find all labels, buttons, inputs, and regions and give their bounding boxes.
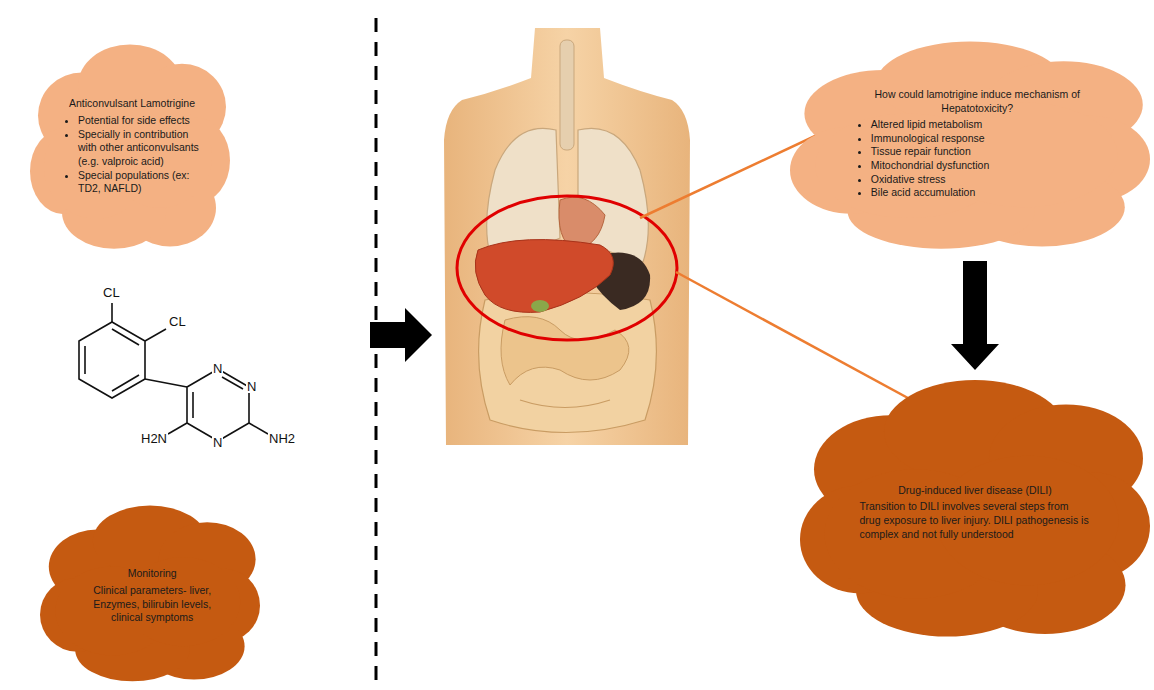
cloud-text: Anticonvulsant LamotriginePotential for … bbox=[62, 75, 202, 219]
bullet-item: Specially in contribution with other ant… bbox=[78, 128, 202, 169]
cloud-shape bbox=[790, 35, 1150, 253]
atom-label: N bbox=[212, 436, 223, 449]
cloud-heading: Drug-induced liver disease (DILI) bbox=[860, 484, 1091, 498]
cloud-node: How could lamotrigine induce mechanism o… bbox=[790, 35, 1150, 253]
divider-line bbox=[375, 18, 378, 680]
bullet-item: Tissue repair function bbox=[871, 145, 1100, 159]
cloud-body: Transition to DILI involves several step… bbox=[860, 500, 1091, 541]
cloud-heading: Monitoring bbox=[77, 567, 227, 581]
cloud-node: Drug-induced liver disease (DILI) Transit… bbox=[800, 372, 1150, 642]
cloud-text: How could lamotrigine induce mechanism o… bbox=[855, 70, 1100, 218]
bullet-item: Special populations (ex: TD2, NAFLD) bbox=[78, 169, 202, 196]
cloud-heading: How could lamotrigine induce mechanism o… bbox=[855, 88, 1100, 115]
atom-label: H2N bbox=[140, 432, 168, 445]
atom-label: NH2 bbox=[268, 432, 296, 445]
atom-label: N bbox=[246, 380, 257, 393]
cloud-text: Drug-induced liver disease (DILI) Transit… bbox=[860, 437, 1091, 588]
atom-label: N bbox=[212, 362, 223, 375]
bullet-list: Altered lipid metabolismImmunological re… bbox=[855, 118, 1100, 200]
cloud-node: Anticonvulsant LamotriginePotential for … bbox=[30, 38, 230, 253]
bullet-item: Potential for side effects bbox=[78, 114, 202, 128]
bullet-item: Immunological response bbox=[871, 132, 1100, 146]
bullet-item: Altered lipid metabolism bbox=[871, 118, 1100, 132]
cloud-heading: Anticonvulsant Lamotrigine bbox=[62, 97, 202, 111]
bullet-item: Mitochondrial dysfunction bbox=[871, 159, 1100, 173]
bullet-item: Oxidative stress bbox=[871, 173, 1100, 187]
chemical-structure bbox=[79, 303, 268, 441]
right-arrow bbox=[370, 308, 432, 362]
bullet-item: Bile acid accumulation bbox=[871, 186, 1100, 200]
bullet-list: Potential for side effectsSpecially in c… bbox=[62, 114, 202, 196]
block-arrow bbox=[951, 261, 999, 370]
atom-label: CL bbox=[102, 286, 121, 299]
atom-label: CL bbox=[168, 315, 187, 328]
cloud-body: Clinical parameters- liver, Enzymes, bil… bbox=[77, 584, 227, 625]
cloud-text: MonitoringClinical parameters- liver, En… bbox=[77, 544, 227, 648]
cloud-node: MonitoringClinical parameters- liver, En… bbox=[40, 500, 260, 685]
